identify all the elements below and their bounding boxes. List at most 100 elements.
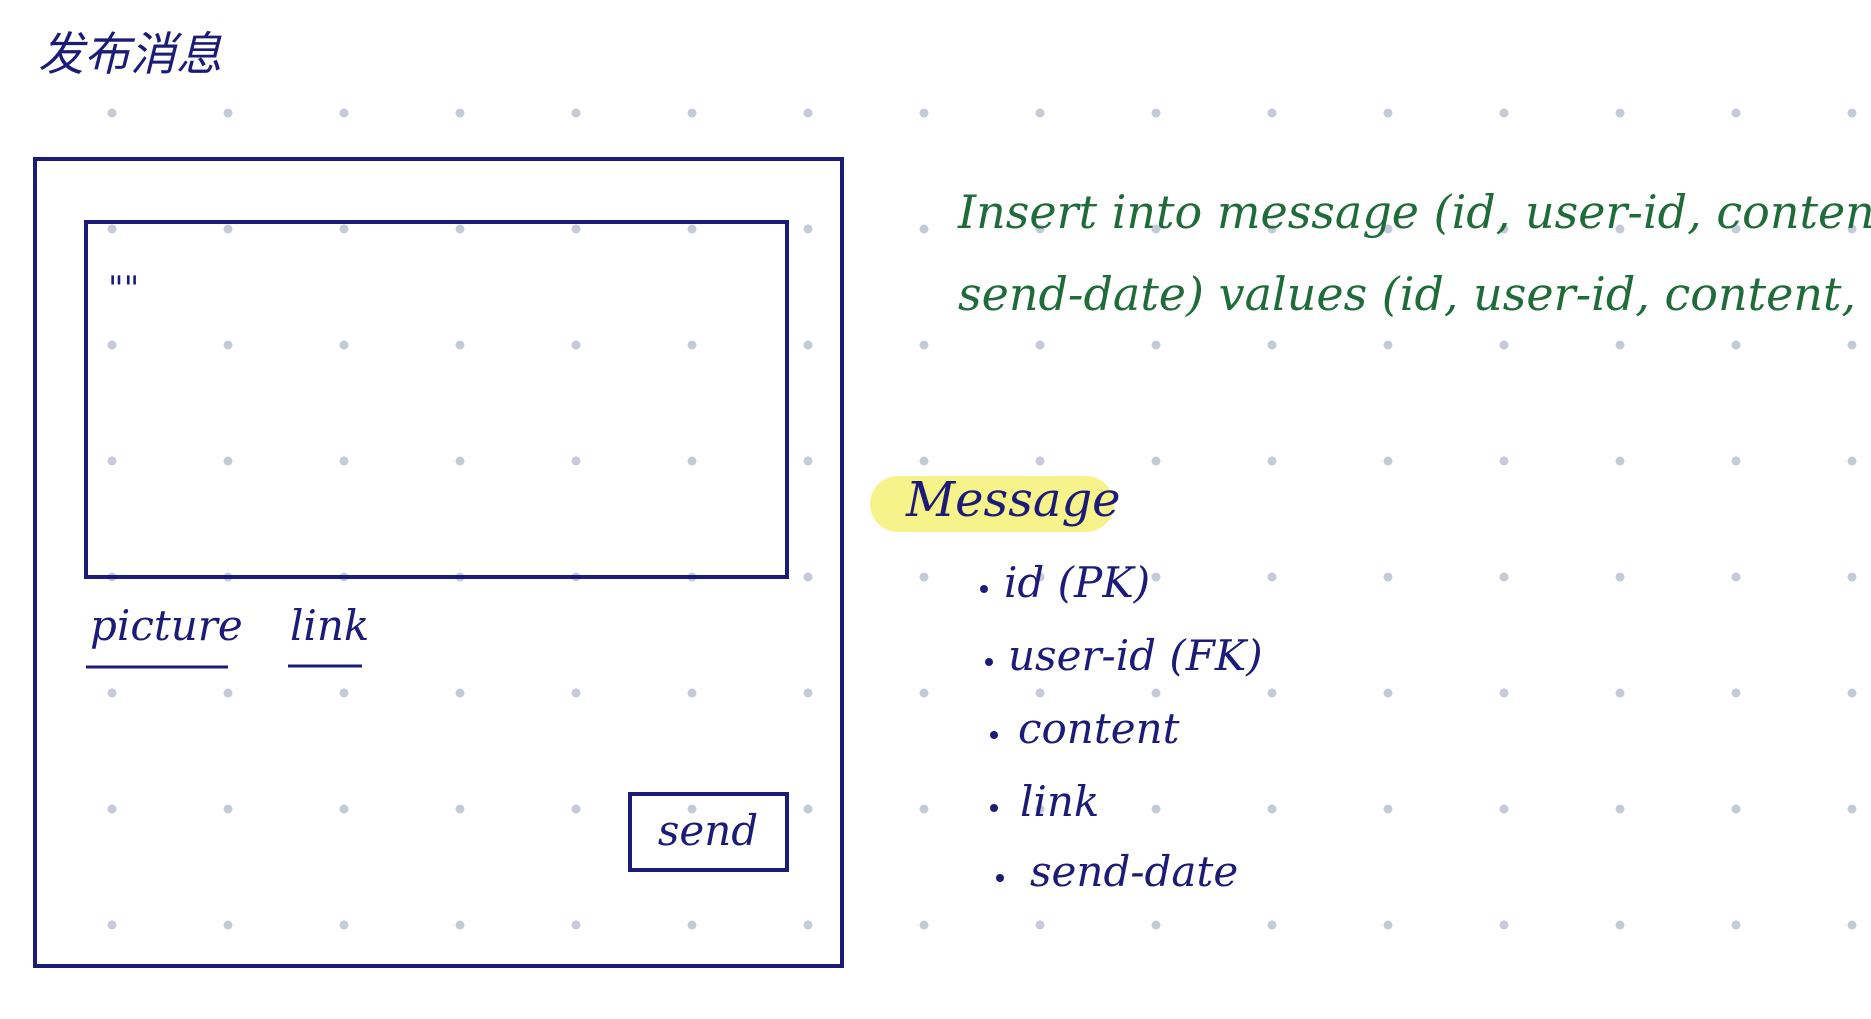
grid-dot bbox=[1499, 108, 1509, 118]
grid-dot bbox=[107, 920, 117, 930]
grid-dot bbox=[223, 224, 233, 234]
grid-dot bbox=[687, 920, 697, 930]
grid-dot bbox=[1267, 456, 1277, 466]
grid-dot bbox=[803, 108, 813, 118]
grid-dot bbox=[223, 456, 233, 466]
picture-link[interactable]: picture bbox=[86, 601, 243, 669]
grid-dot bbox=[1731, 804, 1741, 814]
grid-dot bbox=[1731, 572, 1741, 582]
grid-dot bbox=[223, 340, 233, 350]
grid-dot bbox=[687, 804, 697, 814]
grid-dot bbox=[803, 688, 813, 698]
grid-dot bbox=[1151, 108, 1161, 118]
grid-dot bbox=[1615, 804, 1625, 814]
field-bullet bbox=[990, 731, 998, 739]
entity-field: id (PK) bbox=[980, 558, 1150, 607]
grid-dot bbox=[1615, 456, 1625, 466]
send-button[interactable]: send bbox=[628, 792, 789, 872]
grid-dot bbox=[1847, 224, 1857, 234]
grid-dot bbox=[571, 920, 581, 930]
grid-dot bbox=[1499, 572, 1509, 582]
grid-dot bbox=[1383, 224, 1393, 234]
grid-dot bbox=[1151, 572, 1161, 582]
grid-dot bbox=[339, 340, 349, 350]
grid-dot bbox=[1267, 688, 1277, 698]
grid-dot bbox=[1035, 804, 1045, 814]
grid-dot bbox=[1499, 804, 1509, 814]
grid-dot bbox=[919, 340, 929, 350]
grid-dot bbox=[919, 108, 929, 118]
grid-dot bbox=[1615, 340, 1625, 350]
entity-field: link bbox=[990, 777, 1099, 826]
grid-dot bbox=[1267, 224, 1277, 234]
grid-dot bbox=[107, 804, 117, 814]
grid-dot bbox=[455, 688, 465, 698]
field-label: user-id (FK) bbox=[1008, 631, 1263, 680]
grid-dot bbox=[1731, 688, 1741, 698]
grid-dot bbox=[455, 920, 465, 930]
grid-dot bbox=[339, 108, 349, 118]
send-button-label: send bbox=[658, 806, 758, 855]
grid-dot bbox=[339, 804, 349, 814]
grid-dot bbox=[1731, 108, 1741, 118]
grid-dot bbox=[223, 920, 233, 930]
grid-dot bbox=[919, 688, 929, 698]
grid-dot bbox=[919, 456, 929, 466]
grid-dot bbox=[1267, 572, 1277, 582]
entity-field: send-date bbox=[996, 847, 1238, 896]
grid-dot bbox=[1499, 688, 1509, 698]
grid-dot bbox=[455, 224, 465, 234]
grid-dot bbox=[223, 108, 233, 118]
dot-grid bbox=[107, 108, 1857, 930]
grid-dot bbox=[107, 688, 117, 698]
grid-dot bbox=[339, 456, 349, 466]
link-link-label: link bbox=[290, 601, 369, 650]
grid-dot bbox=[1035, 572, 1045, 582]
grid-dot bbox=[1383, 108, 1393, 118]
grid-dot bbox=[803, 456, 813, 466]
grid-dot bbox=[1151, 340, 1161, 350]
field-label: link bbox=[1020, 777, 1099, 826]
grid-dot bbox=[1383, 804, 1393, 814]
field-bullet bbox=[980, 585, 988, 593]
grid-dot bbox=[1383, 920, 1393, 930]
form-frame bbox=[33, 157, 844, 968]
link-link[interactable]: link bbox=[288, 601, 369, 668]
grid-dot bbox=[687, 224, 697, 234]
entity-title-highlight bbox=[870, 476, 1114, 532]
grid-dot bbox=[1151, 688, 1161, 698]
grid-dot bbox=[803, 572, 813, 582]
grid-dot bbox=[1615, 108, 1625, 118]
field-bullet bbox=[996, 874, 1004, 882]
grid-dot bbox=[571, 456, 581, 466]
grid-dot bbox=[1035, 688, 1045, 698]
picture-link-label: picture bbox=[90, 601, 243, 650]
grid-dot bbox=[571, 340, 581, 350]
grid-dot bbox=[1383, 572, 1393, 582]
grid-dot bbox=[571, 224, 581, 234]
message-textarea[interactable] bbox=[84, 220, 789, 579]
grid-dot bbox=[107, 340, 117, 350]
grid-dot bbox=[1151, 224, 1161, 234]
grid-dot bbox=[1383, 456, 1393, 466]
entity-title: Message bbox=[905, 472, 1121, 528]
grid-dot bbox=[455, 456, 465, 466]
grid-dot bbox=[223, 688, 233, 698]
grid-dot bbox=[1383, 340, 1393, 350]
entity-field: user-id (FK) bbox=[985, 631, 1263, 680]
grid-dot bbox=[1731, 920, 1741, 930]
grid-dot bbox=[1035, 340, 1045, 350]
grid-dot bbox=[571, 804, 581, 814]
grid-dot bbox=[1731, 456, 1741, 466]
grid-dot bbox=[803, 340, 813, 350]
grid-dot bbox=[1731, 224, 1741, 234]
textarea-content: "" bbox=[108, 269, 139, 309]
grid-dot bbox=[1499, 224, 1509, 234]
grid-dot bbox=[339, 688, 349, 698]
grid-dot bbox=[223, 804, 233, 814]
page-title: 发布消息 bbox=[38, 27, 222, 81]
grid-dot bbox=[1151, 804, 1161, 814]
grid-dot bbox=[687, 340, 697, 350]
field-label: id (PK) bbox=[1004, 558, 1150, 607]
